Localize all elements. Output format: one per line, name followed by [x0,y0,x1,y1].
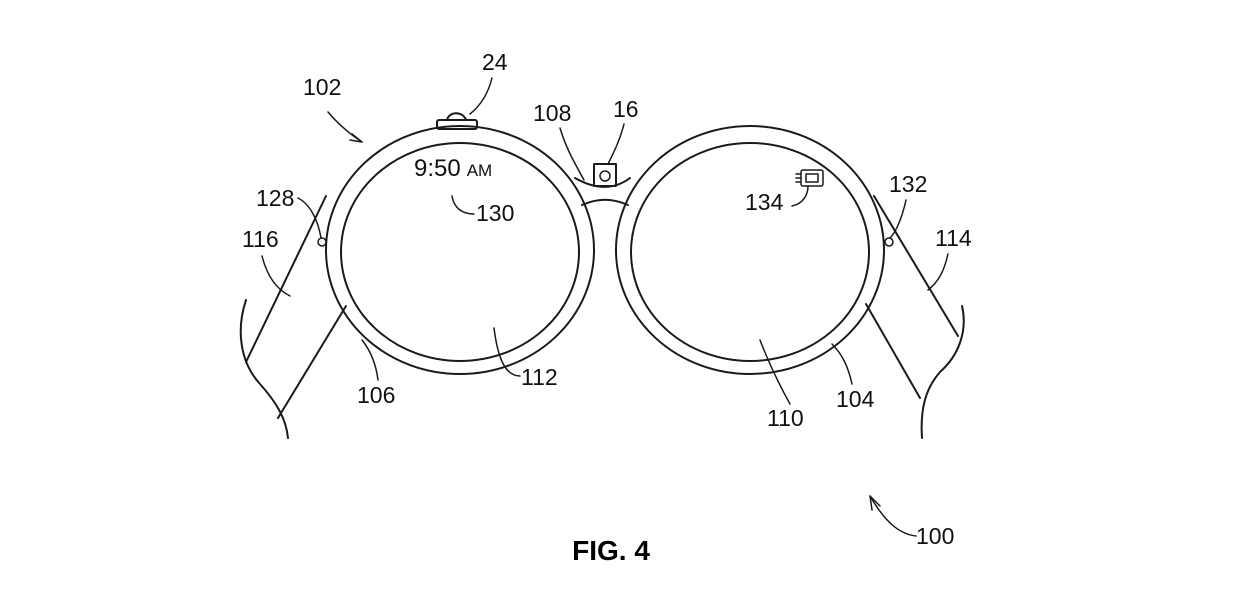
display-time-text: 9:50 AM [414,155,492,182]
label-102: 102 [303,74,341,100]
reference-numerals: 102 24 108 16 128 130 116 106 112 134 13… [242,49,972,549]
camera-module [594,164,616,186]
leader-24 [470,78,492,114]
leader-134 [792,186,808,206]
label-100: 100 [916,523,954,549]
figure-caption: FIG. 4 [572,535,650,566]
label-106: 106 [357,382,395,408]
label-16: 16 [613,96,639,122]
label-130: 130 [476,200,514,226]
leader-132 [890,200,906,238]
label-104: 104 [836,386,875,412]
label-112: 112 [521,364,558,390]
display-time-value: 9:50 [414,155,461,182]
label-110: 110 [767,405,804,431]
display-time-suffix: AM [467,161,493,180]
label-114: 114 [935,225,972,251]
left-side-sensor [318,238,326,246]
leader-114 [928,254,948,290]
leader-130 [452,196,474,214]
display-icon-134 [796,170,823,186]
right-side-sensor [885,238,893,246]
label-116: 116 [242,226,279,252]
leader-116 [262,256,290,296]
label-108: 108 [533,100,571,126]
leader-lines [262,78,948,536]
leader-16 [608,124,624,164]
label-134: 134 [745,189,784,215]
label-132: 132 [889,171,927,197]
label-128: 128 [256,185,294,211]
right-lens-frame [616,126,884,374]
label-24: 24 [482,49,508,75]
leader-104 [832,344,852,384]
